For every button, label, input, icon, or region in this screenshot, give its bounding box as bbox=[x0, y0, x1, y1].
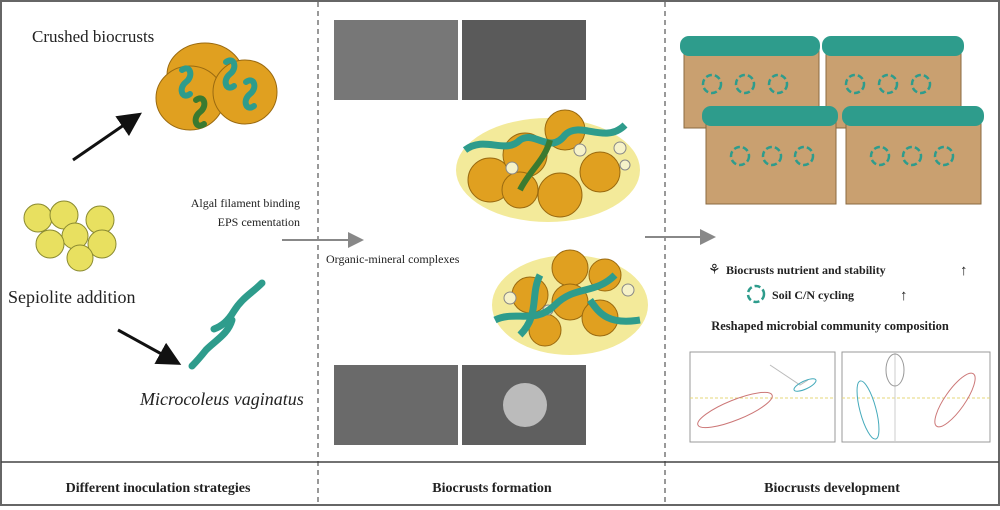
sprout-icon: ⚘ bbox=[708, 263, 721, 278]
sepiolite-particles-icon bbox=[23, 200, 117, 272]
sepiolite-addition-label: Sepiolite addition bbox=[8, 287, 136, 307]
crushed-biocrust-illustration bbox=[155, 42, 278, 131]
sem-image-2 bbox=[462, 20, 586, 100]
cycle-icon bbox=[746, 284, 766, 304]
nutrient-stability-label: Biocrusts nutrient and stability bbox=[726, 263, 886, 277]
footer-development: Biocrusts development bbox=[764, 481, 900, 496]
aggregate-illustration-2 bbox=[492, 249, 648, 355]
sem-image-1 bbox=[334, 20, 458, 100]
footer-formation: Biocrusts formation bbox=[432, 481, 552, 496]
aggregate-illustration-1 bbox=[456, 109, 640, 222]
soil-blocks-illustration bbox=[680, 36, 984, 205]
organic-mineral-complexes-label: Organic-mineral complexes bbox=[326, 252, 460, 266]
community-composition-label: Reshaped microbial community composition bbox=[711, 319, 949, 333]
panel-development: ⚘ Biocrusts nutrient and stability ↑ Soi… bbox=[645, 36, 991, 496]
ordination-plot-1 bbox=[689, 351, 836, 443]
mechanism-line-1: Algal filament binding bbox=[191, 196, 300, 210]
cn-cycling-label: Soil C/N cycling bbox=[772, 288, 854, 302]
ordination-plot-2 bbox=[841, 351, 991, 443]
nutrient-increase-arrow: ↑ bbox=[960, 263, 968, 279]
panel-formation: Algal filament binding EPS cementation O… bbox=[191, 20, 648, 496]
panel-inoculation: Crushed biocrusts Sepiolite addition Mic… bbox=[8, 27, 304, 496]
footer-inoculation: Different inoculation strategies bbox=[66, 481, 251, 496]
sem-particle bbox=[503, 383, 547, 427]
sem-image-3 bbox=[334, 365, 458, 445]
crushed-biocrusts-label: Crushed biocrusts bbox=[32, 27, 154, 46]
microcoleus-filament-icon bbox=[188, 279, 266, 370]
microcoleus-label: Microcoleus vaginatus bbox=[139, 389, 304, 409]
cycling-increase-arrow: ↑ bbox=[900, 288, 908, 304]
arrow-to-microcoleus bbox=[117, 328, 182, 365]
arrow-to-crushed bbox=[72, 112, 142, 162]
mechanism-line-2: EPS cementation bbox=[218, 215, 300, 229]
